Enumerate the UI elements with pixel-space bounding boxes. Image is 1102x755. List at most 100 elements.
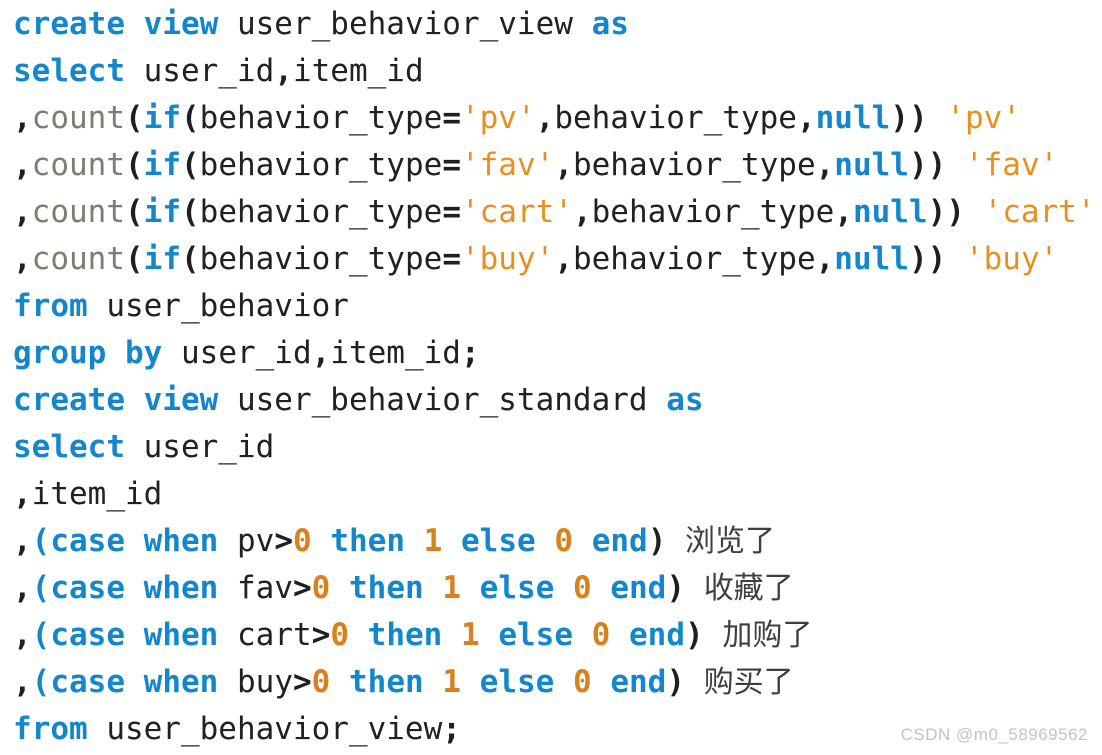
code-token-id: user_id (124, 429, 275, 465)
code-token-id (666, 523, 685, 559)
code-token-pun: ( (125, 194, 144, 230)
code-token-fn: count (31, 241, 125, 277)
code-token-id: behavior_type (554, 100, 797, 136)
code-token-pun: , (13, 241, 32, 277)
code-token-id (125, 664, 144, 700)
code-token-kw: select (13, 53, 125, 89)
code-token-kw: if (143, 147, 181, 183)
code-token-kw: when (143, 617, 219, 653)
code-token-cjk: 收藏了 (703, 571, 794, 606)
code-token-id (330, 570, 349, 606)
code-token-kw: if (143, 194, 181, 230)
code-token-id (610, 617, 629, 653)
code-line: select user_id (13, 424, 1102, 471)
code-token-kw: end (610, 664, 667, 700)
code-token-id (592, 570, 611, 606)
code-token-kw: select (13, 429, 125, 465)
code-token-id (946, 147, 965, 183)
code-token-kw: then (349, 664, 424, 700)
code-token-pun: , (13, 664, 32, 700)
code-token-kw: if (143, 100, 181, 136)
code-token-id (442, 617, 461, 653)
code-token-id (461, 570, 480, 606)
code-token-kw: then (330, 523, 405, 559)
code-token-pun: ( (181, 194, 200, 230)
code-token-cjk: 加购了 (722, 618, 813, 653)
code-token-kw: else (461, 523, 536, 559)
code-token-kw: (case (31, 570, 125, 606)
code-token-id (330, 664, 349, 700)
code-token-id: behavior_type (591, 194, 835, 230)
code-token-num: 1 (442, 664, 461, 700)
code-token-id: behavior_type (572, 147, 816, 183)
code-token-pun: ) (666, 570, 686, 606)
code-token-pun: , (535, 100, 555, 136)
code-token-kw: create (13, 6, 125, 42)
code-token-id: user_behavior_view (218, 6, 592, 42)
code-token-pun: , (13, 194, 32, 230)
code-line: create view user_behavior_standard as (13, 377, 1102, 424)
code-token-fn: count (31, 194, 125, 230)
code-token-id (424, 664, 443, 700)
code-token-pun: , (554, 147, 573, 183)
code-token-kw: by (125, 335, 163, 371)
code-token-id (312, 523, 331, 559)
code-token-id (592, 664, 611, 700)
code-token-pun: ; (460, 335, 480, 371)
code-token-pun: , (13, 100, 32, 136)
code-token-pun: , (834, 194, 853, 230)
code-token-pun: ( (125, 147, 144, 183)
code-token-num: 1 (423, 523, 443, 559)
code-token-num: 0 (573, 664, 592, 700)
code-token-kw: (case (31, 664, 125, 700)
code-token-cjk: 浏览了 (685, 524, 776, 559)
code-token-id: user_id (162, 335, 312, 371)
code-token-id (685, 664, 704, 700)
code-line: from user_behavior_view; (13, 706, 1102, 753)
code-line: ,count(if(behavior_type='cart',behavior_… (13, 189, 1102, 236)
code-token-pun: > (292, 570, 312, 606)
code-token-kw: end (591, 523, 648, 559)
code-token-id (685, 570, 704, 606)
code-token-id (461, 664, 480, 700)
code-token-pun: , (13, 523, 32, 559)
code-line: ,(case when cart>0 then 1 else 0 end) 加购… (13, 612, 1102, 659)
code-token-id (125, 617, 144, 653)
code-token-kw: view (143, 6, 219, 42)
code-token-kw: from (13, 288, 88, 324)
code-token-num: 1 (461, 617, 480, 653)
code-token-kw: when (143, 523, 219, 559)
code-token-id (125, 523, 144, 559)
code-token-fn: count (31, 100, 125, 136)
code-token-kw: create (13, 382, 125, 418)
code-token-pun: ) (685, 617, 704, 653)
code-token-num: 0 (311, 570, 331, 606)
code-token-pun: ) (647, 523, 667, 559)
code-line: ,count(if(behavior_type='buy',behavior_t… (13, 236, 1102, 283)
code-token-pun: ( (125, 241, 144, 277)
code-token-id: item_id (292, 53, 424, 89)
code-token-id: user_behavior (87, 288, 349, 324)
code-token-num: 0 (554, 523, 574, 559)
code-token-str: 'pv' (460, 100, 536, 136)
code-token-pun: ( (181, 100, 200, 136)
code-token-id: buy (218, 664, 293, 700)
code-token-kw: else (479, 570, 555, 606)
code-token-kw: then (349, 570, 424, 606)
code-token-pun: ( (181, 241, 200, 277)
code-token-cjk: 购买了 (703, 665, 794, 700)
code-token-id: user_id (124, 53, 275, 89)
code-token-kw: null (852, 194, 928, 230)
code-token-pun: > (292, 664, 312, 700)
code-token-pun: , (13, 147, 32, 183)
code-token-id: behavior_type (199, 241, 443, 277)
code-line: select user_id,item_id (13, 48, 1102, 95)
code-token-fn: count (31, 147, 125, 183)
code-token-num: 0 (311, 664, 331, 700)
code-token-pun: ( (181, 147, 200, 183)
code-line: ,(case when buy>0 then 1 else 0 end) 购买了 (13, 659, 1102, 706)
code-token-id (573, 523, 592, 559)
code-token-str: 'pv' (946, 100, 1021, 136)
code-token-pun: = (442, 241, 461, 277)
